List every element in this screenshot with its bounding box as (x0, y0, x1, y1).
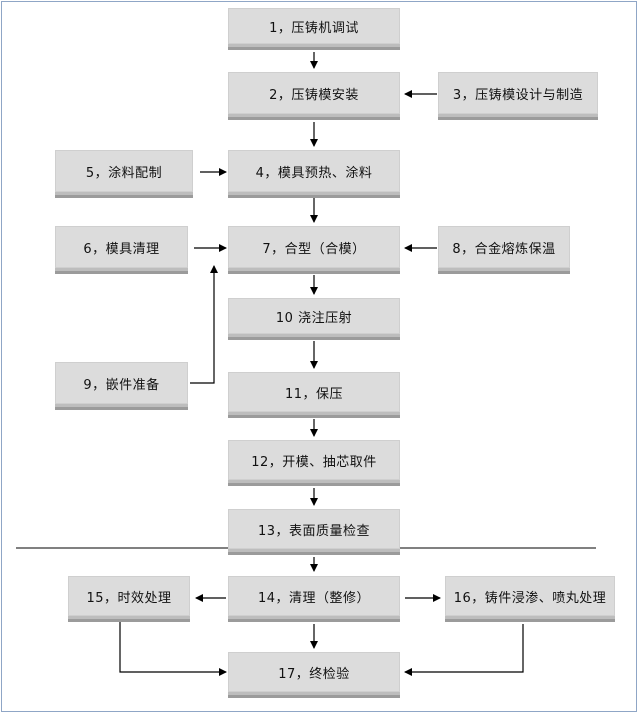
step-5-label: 5，涂料配制 (85, 165, 163, 181)
step-17-final-inspection: 17，终检验 (228, 652, 400, 692)
step-4-label: 4，模具预热、涂料 (255, 165, 373, 181)
step-15-label: 15，时效处理 (86, 590, 172, 606)
step-11-label: 11，保压 (284, 386, 344, 402)
step-15-aging-treatment: 15，时效处理 (68, 576, 190, 616)
step-5-coating-prep: 5，涂料配制 (55, 150, 193, 192)
step-4-preheat-coating: 4，模具预热、涂料 (228, 150, 400, 192)
step-12-label: 12，开模、抽芯取件 (251, 454, 377, 470)
step-7-label: 7，合型（合模） (262, 241, 366, 257)
step-1-label: 1，压铸机调试 (269, 20, 359, 36)
step-10-label: 10 浇注压射 (275, 310, 353, 326)
step-8-label: 8，合金熔炼保温 (452, 241, 556, 257)
step-13-label: 13，表面质量检查 (257, 523, 371, 539)
step-3-label: 3，压铸模设计与制造 (452, 87, 584, 103)
arrow-15-to-17 (119, 622, 227, 676)
step-11-pressure-holding: 11，保压 (228, 372, 400, 412)
step-17-label: 17，终检验 (278, 666, 350, 682)
arrow-16-to-17 (404, 624, 524, 676)
step-13-surface-inspection: 13，表面质量检查 (228, 509, 400, 549)
step-14-label: 14，清理（整修） (257, 590, 371, 606)
step-8-alloy-melting: 8，合金熔炼保温 (438, 226, 570, 268)
step-9-insert-prep: 9，嵌件准备 (55, 362, 188, 404)
step-10-pouring-injection: 10 浇注压射 (228, 298, 400, 334)
step-12-open-die-eject: 12，开模、抽芯取件 (228, 440, 400, 480)
step-6-die-cleaning: 6，模具清理 (55, 226, 188, 268)
step-7-die-closing: 7，合型（合模） (228, 226, 400, 268)
step-1-die-casting-machine-debug: 1，压铸机调试 (228, 8, 400, 44)
step-2-label: 2，压铸模安装 (269, 87, 359, 103)
arrow-9-to-7 (190, 265, 218, 384)
step-16-label: 16，铸件浸渗、喷丸处理 (453, 590, 607, 606)
step-2-die-install: 2，压铸模安装 (228, 72, 400, 114)
step-9-label: 9，嵌件准备 (83, 377, 160, 393)
step-16-impregnation-shot-blast: 16，铸件浸渗、喷丸处理 (445, 576, 615, 616)
step-3-die-design: 3，压铸模设计与制造 (438, 72, 598, 114)
step-6-label: 6，模具清理 (83, 241, 160, 257)
step-14-cleaning-trimming: 14，清理（整修） (228, 576, 400, 616)
